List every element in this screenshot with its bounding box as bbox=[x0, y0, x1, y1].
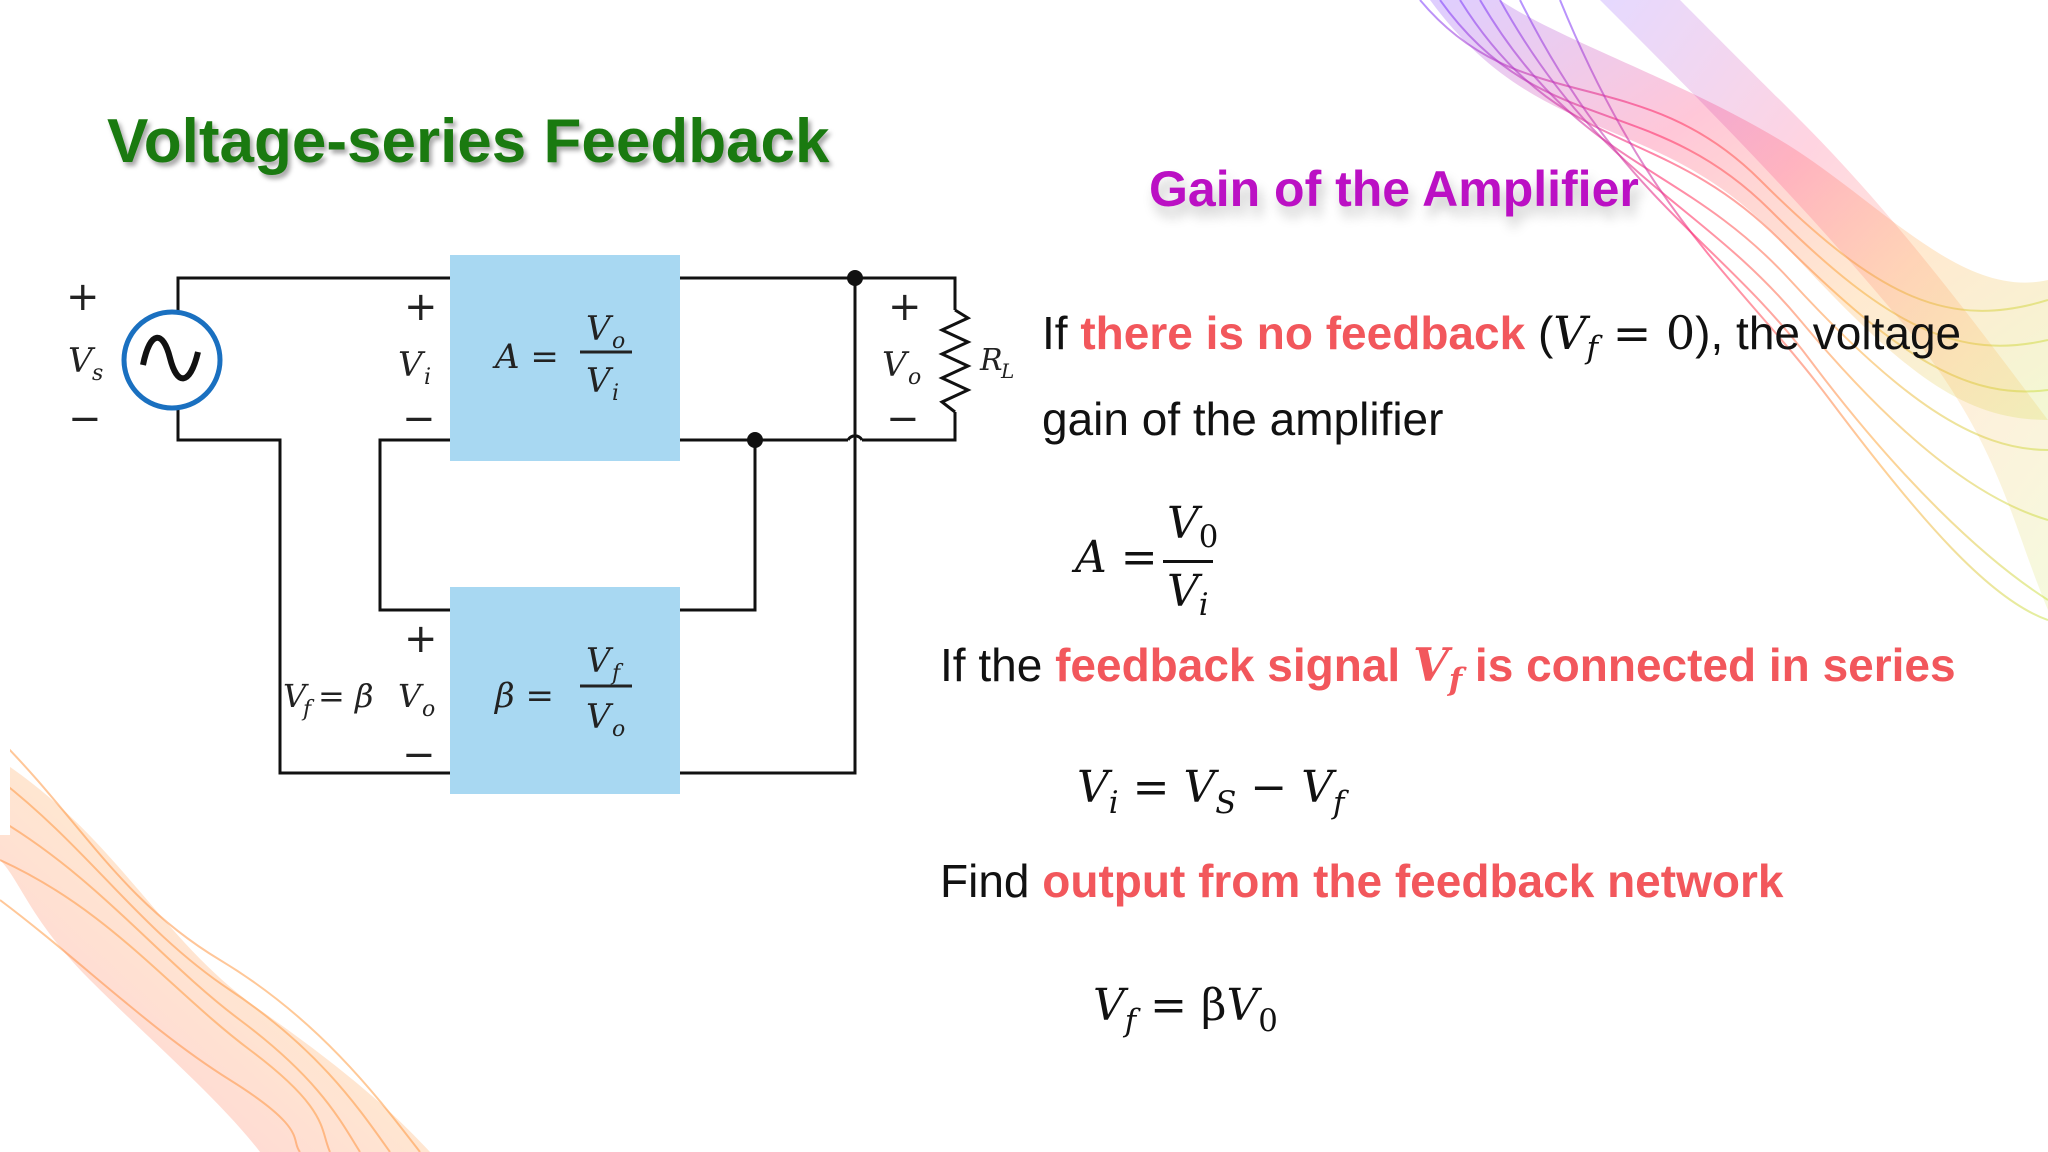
vi-plus-sign: + bbox=[404, 284, 438, 330]
eq1-a: A bbox=[1075, 532, 1107, 583]
beta-lhs: β = bbox=[493, 676, 554, 716]
no-feedback-highlight: there is no feedback bbox=[1080, 307, 1526, 359]
feedback-voltage-v2: V bbox=[398, 677, 424, 715]
eq1-den-v: V bbox=[1167, 566, 1199, 617]
eq1-denominator: Vi bbox=[1167, 566, 1209, 623]
eq3: Vf = βV0 bbox=[1093, 980, 1278, 1036]
eq1-numerator: V0 bbox=[1167, 498, 1218, 555]
eq2-s1: i bbox=[1108, 784, 1119, 821]
beta-plus-sign: + bbox=[404, 616, 438, 662]
beta-minus-sign: − bbox=[402, 732, 436, 778]
series-sentence: If the feedback signal Vf is connected i… bbox=[940, 638, 1956, 698]
series-red2: is connected in series bbox=[1462, 639, 1956, 691]
paren-open: ( bbox=[1525, 307, 1554, 359]
eq2-v2: V bbox=[1183, 762, 1216, 813]
eq2-eq: = bbox=[1118, 762, 1184, 813]
eq1-num-sub: 0 bbox=[1198, 519, 1219, 556]
text-if: If bbox=[1042, 307, 1081, 359]
amp-gain-den-sub: i bbox=[612, 381, 619, 406]
text-rest: , the voltage bbox=[1710, 307, 1962, 359]
eq3-v1: V bbox=[1093, 980, 1125, 1031]
vo-label: V bbox=[882, 345, 910, 385]
amp-gain-num-sub: o bbox=[612, 329, 625, 354]
no-feedback-sentence: If there is no feedback (Vf = 0), the vo… bbox=[1042, 306, 1962, 366]
amplifier-block bbox=[450, 255, 680, 461]
eq1-equals: = bbox=[1120, 532, 1158, 583]
paren-close: ) bbox=[1695, 307, 1711, 359]
amp-gain-den: V bbox=[586, 361, 614, 401]
slide-title: Voltage-series Feedback bbox=[107, 107, 830, 176]
beta-den-sub: o bbox=[612, 717, 625, 742]
eq2-v3: V bbox=[1301, 762, 1333, 813]
eq2-minus: − bbox=[1236, 762, 1302, 813]
eq3-s2: 0 bbox=[1258, 1002, 1278, 1039]
load-label-sub: L bbox=[1000, 359, 1014, 383]
ac-source-icon bbox=[121, 309, 223, 411]
eq1-fraction-bar bbox=[1163, 560, 1213, 563]
vf-sub: f bbox=[1586, 330, 1599, 367]
feedback-voltage-f: f bbox=[301, 697, 315, 722]
series-sub: f bbox=[1448, 662, 1463, 699]
vf-var: V bbox=[1553, 306, 1587, 360]
find-red: output from the feedback network bbox=[1042, 855, 1784, 907]
eq2-v1: V bbox=[1077, 762, 1109, 813]
series-var: V bbox=[1413, 638, 1449, 692]
source-minus-sign: − bbox=[68, 396, 102, 442]
source-label-sub: s bbox=[92, 361, 103, 386]
vo-minus-sign: − bbox=[886, 396, 920, 442]
feedback-network-block bbox=[450, 587, 680, 794]
gain-sentence: gain of the amplifier bbox=[1042, 393, 1444, 445]
find-pre: Find bbox=[940, 855, 1043, 907]
feedback-voltage-o: o bbox=[422, 697, 435, 722]
eq2-s3: f bbox=[1333, 784, 1345, 821]
vi-label-sub: i bbox=[424, 365, 431, 390]
feedback-voltage-v: V bbox=[283, 677, 309, 715]
eq3-s1: f bbox=[1124, 1002, 1137, 1039]
eq1-den-sub: i bbox=[1198, 587, 1209, 624]
series-red1: feedback signal bbox=[1055, 639, 1413, 691]
beta-num: V bbox=[586, 641, 614, 681]
slide-subtitle: Gain of the Amplifier bbox=[1149, 161, 1639, 217]
vo-plus-sign: + bbox=[888, 284, 922, 330]
amp-gain-num: V bbox=[586, 309, 614, 349]
vi-minus-sign: − bbox=[402, 396, 436, 442]
eq1-num-v: V bbox=[1167, 498, 1199, 549]
vo-label-sub: o bbox=[908, 365, 921, 390]
amp-gain-lhs: A = bbox=[492, 337, 559, 377]
find-output-sentence: Find output from the feedback network bbox=[940, 854, 1783, 908]
vf-eq-zero: = 0 bbox=[1598, 306, 1696, 360]
eq2: Vi = VS − Vf bbox=[1077, 762, 1344, 818]
beta-den: V bbox=[586, 697, 614, 737]
eq3-eq: = β bbox=[1136, 980, 1227, 1031]
feedback-voltage-eq: = β bbox=[318, 677, 373, 715]
load-label: R bbox=[979, 343, 1003, 378]
junction-dot-top bbox=[847, 270, 863, 286]
source-label: V bbox=[68, 341, 96, 381]
eq1-lhs: A = bbox=[1075, 532, 1158, 583]
junction-dot-bottom bbox=[747, 432, 763, 448]
source-plus-sign: + bbox=[66, 274, 100, 320]
eq3-v2: V bbox=[1226, 980, 1259, 1031]
series-pre: If the bbox=[940, 639, 1056, 691]
vi-label: V bbox=[398, 345, 426, 385]
eq2-s2: S bbox=[1215, 784, 1237, 821]
